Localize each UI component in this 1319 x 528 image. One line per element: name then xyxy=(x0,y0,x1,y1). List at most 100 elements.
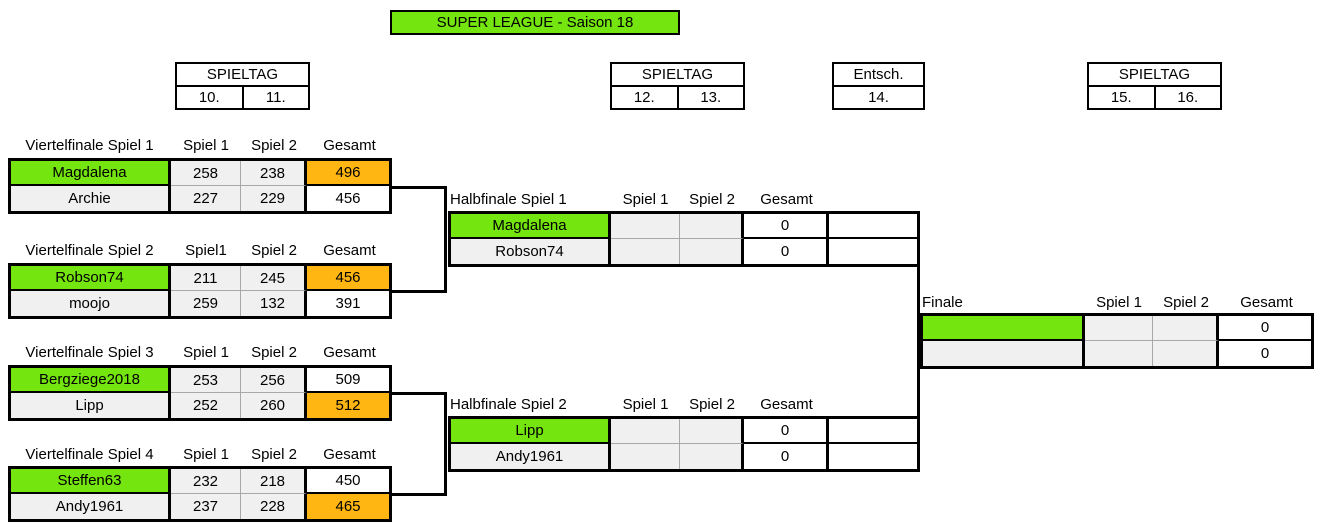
connector-qf2-stub xyxy=(392,290,446,293)
quarterfinal-2-table: Robson74 211 245 456 moojo 259 132 391 xyxy=(8,263,392,319)
spieltag-header: SPIELTAG xyxy=(1089,64,1220,87)
col-header-gesamt: Gesamt xyxy=(323,242,376,259)
spieltag-days: 14. xyxy=(834,87,923,108)
col-header-spiel2: Spiel 2 xyxy=(251,446,297,463)
semifinal-2-label: Halbfinale Spiel 2 xyxy=(450,396,567,413)
spieltag-header: SPIELTAG xyxy=(177,64,308,87)
score-cell: 227 xyxy=(171,186,241,211)
col-header-spiel1: Spiel 1 xyxy=(183,344,229,361)
player-name-cell: Robson74 xyxy=(11,266,171,291)
spieltag-day-cell: 13. xyxy=(676,87,744,108)
spieltag-day-cell: 11. xyxy=(241,87,309,108)
advance-cell xyxy=(829,239,917,264)
total-cell: 0 xyxy=(1219,316,1311,341)
player-name-cell: Robson74 xyxy=(451,239,611,264)
score-cell xyxy=(680,239,744,264)
col-header-gesamt: Gesamt xyxy=(323,344,376,361)
spieltag-day-cell: 10. xyxy=(198,89,220,106)
total-cell: 450 xyxy=(307,469,389,494)
total-cell: 391 xyxy=(307,291,389,316)
player-name-cell: Magdalena xyxy=(11,161,171,186)
advance-cell xyxy=(829,214,917,239)
player-name-cell: Lipp xyxy=(451,419,611,444)
score-cell: 256 xyxy=(241,368,307,393)
score-cell xyxy=(611,239,680,264)
score-cell xyxy=(1085,341,1153,366)
player-name-cell: Magdalena xyxy=(451,214,611,239)
player-name-cell: Andy1961 xyxy=(11,494,171,519)
col-header-gesamt: Gesamt xyxy=(760,396,813,413)
col-header-blank xyxy=(829,394,920,415)
col-header-gesamt: Gesamt xyxy=(1240,294,1293,311)
spieltag-box-1: SPIELTAG 10. 11. xyxy=(175,62,310,110)
score-cell: 218 xyxy=(241,469,307,494)
col-header-spiel2: Spiel 2 xyxy=(251,242,297,259)
col-header-spiel2: Spiel 2 xyxy=(689,396,735,413)
score-cell xyxy=(611,419,680,444)
advance-cell xyxy=(829,419,917,444)
col-header-blank xyxy=(829,189,920,210)
score-cell xyxy=(1153,341,1219,366)
player-name-cell: Steffen63 xyxy=(11,469,171,494)
score-cell xyxy=(680,419,744,444)
score-cell xyxy=(611,214,680,239)
col-header-gesamt: Gesamt xyxy=(323,446,376,463)
connector-qf4-stub xyxy=(392,493,446,496)
total-cell: 0 xyxy=(1219,341,1311,366)
col-header-spiel2: Spiel 2 xyxy=(251,137,297,154)
player-name-cell: Andy1961 xyxy=(451,444,611,469)
quarterfinal-2-label: Viertelfinale Spiel 2 xyxy=(25,242,154,259)
connector-qf34-to-sf2 xyxy=(444,392,447,496)
score-cell xyxy=(1085,316,1153,341)
spieltag-days: 15. 16. xyxy=(1089,87,1220,108)
player-name-cell xyxy=(923,341,1085,366)
player-name-cell: Lipp xyxy=(11,393,171,418)
total-cell: 0 xyxy=(744,214,829,239)
quarterfinal-1-header-row: Viertelfinale Spiel 1 Spiel 1 Spiel 2 Ge… xyxy=(8,135,392,156)
connector-qf3-stub xyxy=(392,392,446,395)
quarterfinal-4-header-row: Viertelfinale Spiel 4 Spiel 1 Spiel 2 Ge… xyxy=(8,444,392,465)
col-header-spiel2: Spiel 2 xyxy=(689,191,735,208)
col-header-spiel1: Spiel 1 xyxy=(622,191,669,208)
player-name-cell: Archie xyxy=(11,186,171,211)
total-cell: 496 xyxy=(307,161,389,186)
total-cell: 0 xyxy=(744,444,829,469)
spieltag-day-cell: 14. xyxy=(868,89,889,106)
score-cell: 245 xyxy=(241,266,307,291)
quarterfinal-3-header-row: Viertelfinale Spiel 3 Spiel 1 Spiel 2 Ge… xyxy=(8,342,392,363)
col-header-spiel1: Spiel 1 xyxy=(1096,294,1142,311)
quarterfinal-4-label: Viertelfinale Spiel 4 xyxy=(25,446,154,463)
col-header-spiel1: Spiel1 xyxy=(185,242,227,259)
score-cell xyxy=(680,444,744,469)
score-cell: 132 xyxy=(241,291,307,316)
title-banner: SUPER LEAGUE - Saison 18 xyxy=(390,10,680,35)
total-cell: 512 xyxy=(307,393,389,418)
total-cell: 465 xyxy=(307,494,389,519)
score-cell: 228 xyxy=(241,494,307,519)
total-cell: 456 xyxy=(307,186,389,211)
score-cell: 232 xyxy=(171,469,241,494)
total-cell: 456 xyxy=(307,266,389,291)
score-cell: 211 xyxy=(171,266,241,291)
col-header-gesamt: Gesamt xyxy=(760,191,813,208)
final-label: Finale xyxy=(922,294,963,311)
quarterfinal-1-table: Magdalena 258 238 496 Archie 227 229 456 xyxy=(8,158,392,214)
advance-cell xyxy=(829,444,917,469)
col-header-spiel2: Spiel 2 xyxy=(1163,294,1209,311)
connector-sf-to-final xyxy=(917,264,920,419)
score-cell: 253 xyxy=(171,368,241,393)
col-header-spiel1: Spiel 1 xyxy=(183,137,229,154)
spieltag-days: 12. 13. xyxy=(612,87,743,108)
spieltag-day-cell: 12. xyxy=(633,89,655,106)
score-cell: 258 xyxy=(171,161,241,186)
score-cell: 237 xyxy=(171,494,241,519)
total-cell: 0 xyxy=(744,419,829,444)
semifinal-1-label: Halbfinale Spiel 1 xyxy=(450,191,567,208)
connector-qf12-to-sf1 xyxy=(444,186,447,293)
spieltag-header: SPIELTAG xyxy=(612,64,743,87)
score-cell xyxy=(680,214,744,239)
entscheidung-header: Entsch. xyxy=(834,64,923,87)
score-cell: 252 xyxy=(171,393,241,418)
final-header-row: Finale Spiel 1 Spiel 2 Gesamt xyxy=(920,292,1314,313)
